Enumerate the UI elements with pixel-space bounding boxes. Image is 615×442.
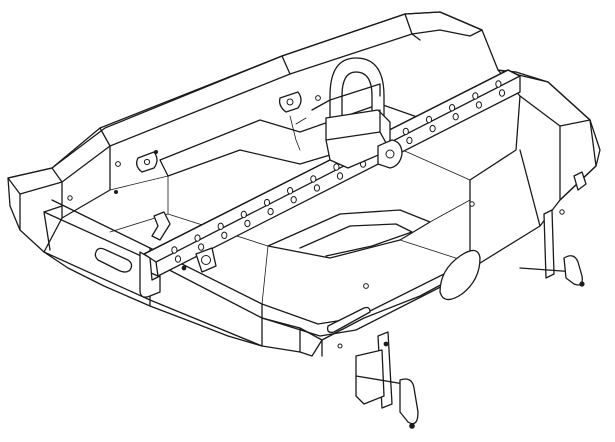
rear-rail-segment-2 [281, 55, 291, 75]
front-pin-bracket [355, 349, 385, 405]
locking-pins [151, 171, 587, 429]
front-rail-upper-face [51, 199, 469, 325]
front-pin-shaft [355, 375, 405, 385]
screw-hole [469, 201, 475, 207]
floor-plate-front-inner [299, 223, 413, 257]
screw-hole [559, 209, 565, 215]
front-rail-top [43, 211, 471, 337]
inner-rail-plate [311, 83, 381, 111]
middle-pin-dot [181, 265, 187, 271]
rigging-bar-hole [263, 198, 271, 207]
rigging-bar-hole [452, 113, 459, 121]
rigging-bar-hole [429, 124, 436, 133]
shackle-lug-hole [286, 98, 294, 106]
rigging-bar-hole [171, 246, 178, 254]
right-rail-inner [469, 95, 521, 181]
rigging-bar-hole [475, 101, 482, 109]
rigging-bar-hole [336, 172, 344, 180]
rear-rail-segment-3 [404, 13, 421, 41]
rigging-bar-hole [310, 175, 317, 183]
screw-hole [115, 161, 121, 167]
hand-grip-front-slot [326, 306, 371, 334]
rigging-bar-hole [333, 163, 340, 171]
right-small-latch [573, 171, 587, 191]
rigging-bar-hole [472, 92, 479, 100]
rigging-bar-hole [217, 222, 224, 231]
rear-rail-top-edge [51, 13, 406, 169]
rigging-bar-hole [313, 184, 320, 192]
hand-grip-left-slot [94, 247, 133, 273]
nut-dot [114, 189, 119, 194]
shackle-pin-hole [385, 149, 395, 159]
hand-grip-right-slot [439, 249, 481, 301]
rigging-bar-hole [406, 136, 413, 145]
rigging-bar-hole [287, 187, 294, 195]
front-corner-block [261, 317, 323, 357]
rigging-bar-hole [174, 255, 182, 263]
screw-hole [363, 283, 369, 289]
front-pin-handle [399, 378, 419, 425]
rigging-bar-end-hook [139, 251, 161, 298]
rigging-bar-hole [221, 231, 228, 240]
rigging-bar-hole [425, 115, 433, 124]
middle-pin-ring [201, 255, 211, 265]
rigging-bar-hole [244, 219, 251, 228]
inner-rail [289, 83, 381, 151]
rigging-bar-hole [498, 89, 506, 97]
left-clip [151, 211, 171, 241]
rigging-bar [139, 69, 521, 298]
right-pin-handle [563, 255, 583, 286]
front-lug-hole [143, 158, 151, 166]
rigging-bar-hole [449, 104, 456, 112]
screw-hole [315, 95, 321, 101]
rigging-bar-hole [194, 234, 201, 242]
rigging-bar-hole [198, 243, 205, 251]
rear-rail-segment-1 [99, 127, 111, 147]
front-pin-top-nut [383, 341, 389, 347]
rigging-bar-hole [402, 127, 409, 136]
rigging-bar-hole [495, 80, 502, 88]
front-pin-ball [409, 423, 415, 429]
right-pin-ball [579, 281, 585, 287]
rear-rail-end-cap [404, 11, 483, 37]
left-rail-lower [43, 205, 63, 251]
shackle [136, 57, 403, 173]
screw-hole [337, 343, 343, 349]
rigging-bar-hole [240, 210, 247, 219]
right-pin-post [543, 209, 555, 279]
rigging-bar-front-fold [155, 261, 159, 277]
rigging-bar-hole [290, 196, 297, 204]
rigging-bar-hole [267, 207, 274, 216]
right-rail-face [559, 119, 597, 201]
floor-rib-1 [109, 175, 169, 233]
screw-hole [67, 195, 73, 201]
inner-rail-strap [289, 115, 307, 151]
